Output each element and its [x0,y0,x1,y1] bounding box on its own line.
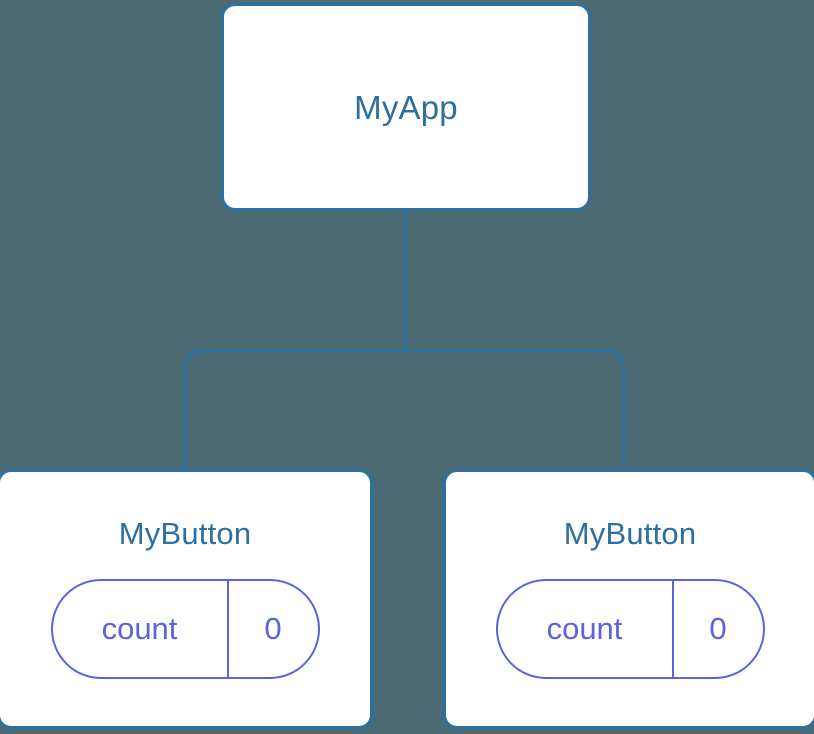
node-mybutton-1[interactable]: MyButton count 0 [0,469,373,729]
edge-branch-right [405,349,626,474]
state-pill-value-1: 0 [264,611,282,646]
node-myapp-label: MyApp [354,88,458,126]
node-mybutton-2[interactable]: MyButton count 0 [443,469,814,729]
node-mybutton-1-label: MyButton [118,516,252,551]
node-myapp[interactable]: MyApp [221,3,591,211]
state-pill-count-1[interactable]: count 0 [50,579,320,679]
state-pill-value-2: 0 [709,611,727,646]
state-pill-count-2[interactable]: count 0 [495,579,765,679]
state-pill-key-2: count [498,581,674,677]
edge-branch-left [183,349,405,474]
state-pill-key-1: count [53,581,229,677]
node-mybutton-2-label: MyButton [563,516,697,551]
